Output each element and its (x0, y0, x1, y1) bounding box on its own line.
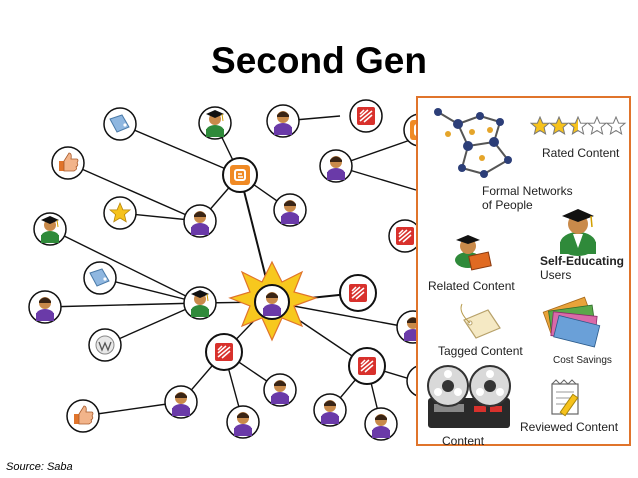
graduate-node-3 (183, 286, 217, 320)
legend-panel: Rated Content Formal Networks of People … (416, 96, 631, 448)
tape-reel-icon (427, 365, 511, 428)
graduate-node-2 (33, 212, 67, 246)
saba-node-1 (349, 99, 383, 133)
user-node-2 (319, 149, 353, 183)
thumbs-up-node-2 (66, 399, 100, 433)
legend-self-educating-line2: Users (540, 268, 572, 282)
notepad-icon (551, 379, 579, 417)
star-node (103, 196, 137, 230)
user-node-4 (183, 204, 217, 238)
molecule-network-icon (434, 108, 512, 178)
money-icon (542, 296, 601, 348)
network-nodes (28, 99, 398, 441)
blogger-node (222, 157, 258, 193)
related-content-icon (455, 235, 492, 271)
saba-node-4 (348, 347, 386, 385)
saba-node-3 (205, 333, 243, 371)
tag-node-2 (83, 261, 117, 295)
legend-self-educating-line1: Self-Educating (540, 254, 625, 268)
user-node-3 (273, 193, 307, 227)
page-title: Second Gen (211, 40, 427, 81)
legend-tagged-content: Tagged Content (438, 344, 523, 358)
legend-rated-content: Rated Content (542, 146, 620, 160)
user-node-1 (266, 104, 300, 138)
legend-formal-networks-line2: of People (482, 198, 533, 212)
user-node-5 (28, 290, 62, 324)
graduate-node-1 (198, 106, 232, 140)
wikipedia-node (88, 328, 122, 362)
saba-node-2 (339, 274, 377, 312)
user-node-9 (226, 405, 260, 439)
legend-related-content: Related Content (428, 279, 515, 293)
legend-content: Content (442, 434, 485, 448)
legend-cost-savings: Cost Savings (553, 355, 612, 366)
legend-reviewed-content: Reviewed Content (520, 420, 619, 434)
user-node-6 (263, 373, 297, 407)
thumbs-up-node-1 (51, 146, 85, 180)
rating-stars-icon (530, 116, 627, 135)
tag-icon (460, 303, 501, 339)
user-node-10 (364, 407, 398, 441)
tag-node-1 (103, 107, 137, 141)
source-note: Source: Saba (6, 461, 73, 473)
self-educating-users-icon (560, 209, 596, 256)
center-user-node (254, 284, 290, 320)
legend-formal-networks-line1: Formal Networks (482, 184, 573, 198)
user-node-7 (164, 385, 198, 419)
user-node-8 (313, 393, 347, 427)
